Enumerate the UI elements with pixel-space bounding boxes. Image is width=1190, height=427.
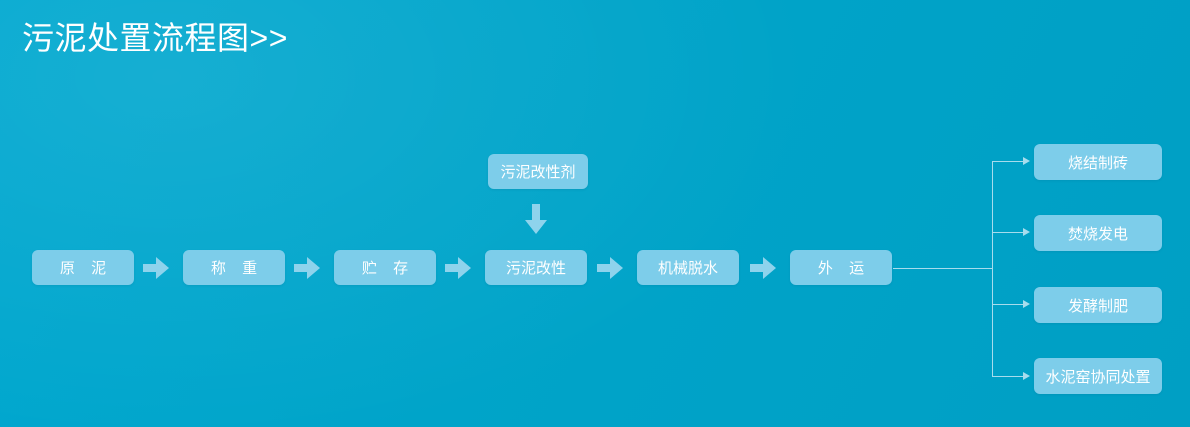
node-sintered-brick[interactable]: 烧结制砖 bbox=[1034, 144, 1162, 180]
connector-branch bbox=[992, 232, 1024, 233]
arrow-tip-icon bbox=[1023, 372, 1030, 380]
node-outbound-transport[interactable]: 外 运 bbox=[790, 250, 892, 285]
node-cement-kiln-codisposal[interactable]: 水泥窑协同处置 bbox=[1034, 358, 1162, 394]
connector-spine bbox=[992, 161, 993, 376]
node-raw-sludge[interactable]: 原 泥 bbox=[32, 250, 134, 285]
node-mechanical-dewatering[interactable]: 机械脱水 bbox=[637, 250, 739, 285]
arrow-right-icon bbox=[597, 257, 623, 279]
arrow-right-icon bbox=[294, 257, 320, 279]
arrow-tip-icon bbox=[1023, 300, 1030, 308]
node-weighing[interactable]: 称 重 bbox=[183, 250, 285, 285]
node-sludge-modification[interactable]: 污泥改性 bbox=[485, 250, 587, 285]
node-fermentation-fertilizer[interactable]: 发酵制肥 bbox=[1034, 287, 1162, 323]
page-title: 污泥处置流程图>> bbox=[22, 20, 288, 56]
node-sludge-modifier[interactable]: 污泥改性剂 bbox=[488, 154, 588, 189]
arrow-tip-icon bbox=[1023, 157, 1030, 165]
connector-trunk bbox=[893, 268, 993, 269]
connector-branch bbox=[992, 376, 1024, 377]
arrow-down-icon bbox=[525, 204, 547, 234]
connector-branch bbox=[992, 161, 1024, 162]
arrow-right-icon bbox=[143, 257, 169, 279]
node-storage[interactable]: 贮 存 bbox=[334, 250, 436, 285]
arrow-right-icon bbox=[445, 257, 471, 279]
connector-branch bbox=[992, 304, 1024, 305]
arrow-right-icon bbox=[750, 257, 776, 279]
node-incineration-power[interactable]: 焚烧发电 bbox=[1034, 215, 1162, 251]
arrow-tip-icon bbox=[1023, 228, 1030, 236]
